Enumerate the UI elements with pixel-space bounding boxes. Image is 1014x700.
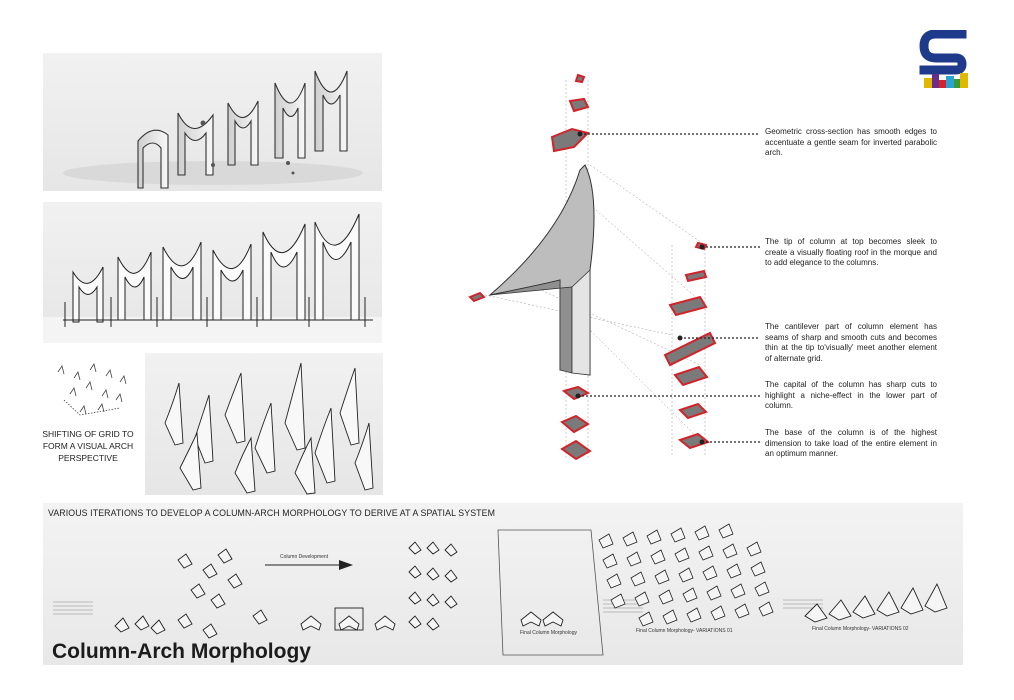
annotation-capital: The capital of the column has sharp cuts… (765, 380, 937, 410)
arch-render-2 (43, 213, 382, 343)
grid-shift-caption: SHIFTING OF GRID TO FORM A VISUAL ARCH P… (42, 429, 134, 463)
iteration-forms (53, 523, 948, 656)
section-slices-right (663, 241, 717, 450)
annotation-cross-section: Geometric cross-section has smooth edges… (765, 127, 937, 157)
arch-render-1 (63, 70, 363, 189)
iterations-heading: VARIOUS ITERATIONS TO DEVELOP A COLUMN-A… (48, 508, 496, 518)
arch-render-panel-3 (145, 353, 383, 495)
annotation-cantilever: The cantilever part of column element ha… (765, 322, 937, 363)
page-title: Column-Arch Morphology (52, 640, 311, 663)
variation-01-label: Final Column Morphology- VARIATIONS 01 (636, 628, 733, 634)
grid-shift-diagram (57, 363, 127, 416)
annotation-base: The base of the column is of the highest… (765, 428, 937, 458)
arch-render-3 (164, 362, 374, 495)
variation-02-label: Final Column Morphology- VARIATIONS 02 (812, 626, 909, 632)
brand-logo-icon (919, 30, 968, 88)
main-column-element (488, 164, 595, 376)
arch-render-panel-1 (43, 53, 382, 191)
final-morphology-label: Final Column Morphology (520, 630, 577, 636)
annotation-leaders (575, 131, 760, 445)
arch-render-panel-2 (43, 202, 382, 343)
annotation-column-tip: The tip of column at top becomes sleek t… (765, 237, 937, 267)
development-arrow-label: Column Development (280, 554, 329, 560)
